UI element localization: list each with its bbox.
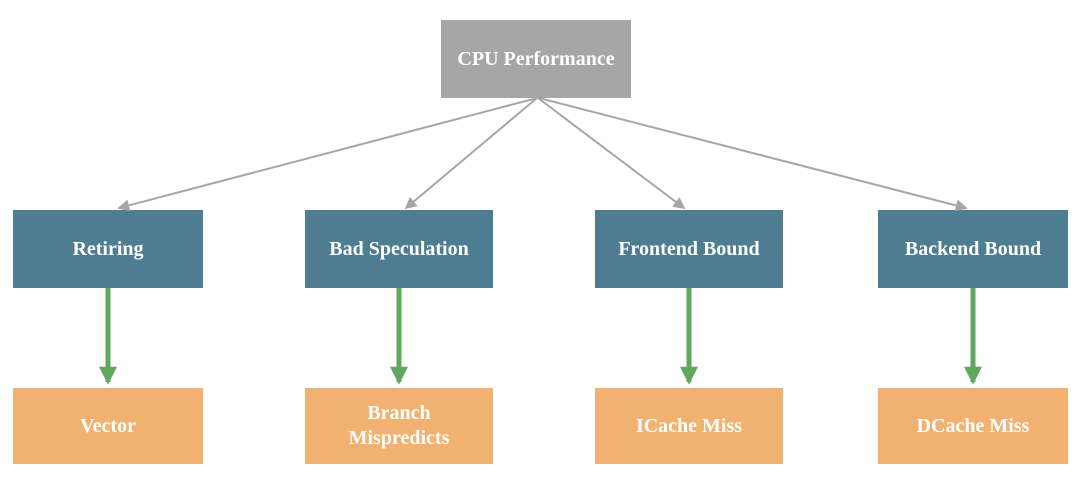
node-label: Branch Mispredicts bbox=[348, 402, 450, 449]
node-branch-mispredicts: Branch Mispredicts bbox=[305, 388, 493, 464]
node-label: Backend Bound bbox=[904, 237, 1042, 260]
arrow-root-to-bad-speculation bbox=[404, 97, 538, 210]
node-label: Frontend Bound bbox=[618, 237, 760, 260]
node-label: DCache Miss bbox=[916, 414, 1030, 437]
arrow-root-to-backend-bound bbox=[538, 97, 968, 212]
node-dcache-miss: DCache Miss bbox=[878, 388, 1068, 464]
node-label: Vector bbox=[80, 414, 136, 437]
node-label: ICache Miss bbox=[635, 414, 743, 437]
node-bad-speculation: Bad Speculation bbox=[305, 210, 493, 288]
node-icache-miss: ICache Miss bbox=[595, 388, 783, 464]
node-backend-bound: Backend Bound bbox=[878, 210, 1068, 288]
arrow-root-to-frontend-bound bbox=[537, 97, 686, 210]
node-frontend-bound: Frontend Bound bbox=[595, 210, 783, 288]
arrow-root-to-retiring bbox=[117, 97, 538, 212]
node-label: Bad Speculation bbox=[329, 237, 469, 260]
node-retiring: Retiring bbox=[13, 210, 203, 288]
node-label: CPU Performance bbox=[457, 47, 615, 70]
node-cpu-performance: CPU Performance bbox=[441, 20, 631, 98]
node-vector: Vector bbox=[13, 388, 203, 464]
node-label: Retiring bbox=[72, 237, 144, 260]
